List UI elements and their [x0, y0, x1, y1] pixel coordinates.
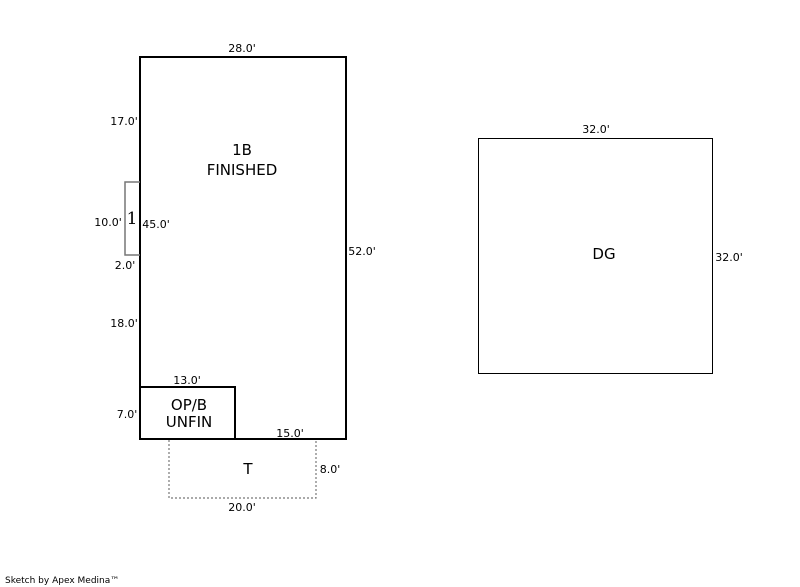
garage-area-outline — [478, 138, 713, 374]
main-area: 28.0' 17.0' 1B FINISHED 45.0' 52.0' 2.0'… — [110, 42, 376, 440]
dim-main-left-lower: 18.0' — [110, 317, 138, 330]
main-area-desc: FINISHED — [207, 161, 278, 179]
dim-porch-left: 7.0' — [117, 408, 138, 421]
dim-main-left-upper: 17.0' — [110, 115, 138, 128]
dim-main-bottom: 15.0' — [276, 427, 304, 440]
dim-main-left-gap: 2.0' — [115, 259, 136, 272]
dim-terrace-right: 8.0' — [320, 463, 341, 476]
bay-area-code: 1 — [127, 209, 138, 229]
porch-area: 13.0' 7.0' OP/B UNFIN — [117, 374, 236, 440]
terrace-area: T 8.0' 20.0' — [168, 440, 341, 514]
dim-terrace-bottom: 20.0' — [228, 501, 256, 514]
dim-main-top: 28.0' — [228, 42, 256, 55]
main-area-code: 1B — [232, 141, 252, 159]
bay-area-outline — [124, 181, 140, 256]
footer-credit: Sketch by Apex Medina™ — [5, 576, 119, 586]
garage-area: 32.0' DG 32.0' — [478, 123, 743, 374]
porch-area-outline — [139, 386, 236, 440]
garage-area-code: DG — [592, 245, 615, 263]
porch-area-desc: UNFIN — [166, 413, 212, 431]
dim-main-left-mid: 45.0' — [142, 218, 170, 231]
porch-area-code: OP/B — [171, 396, 207, 414]
terrace-area-code: T — [242, 460, 253, 478]
dim-garage-right: 32.0' — [715, 251, 743, 264]
dim-porch-top: 13.0' — [173, 374, 201, 387]
bay-area: 1 10.0' — [94, 181, 140, 256]
dim-garage-top: 32.0' — [582, 123, 610, 136]
dim-bay-side: 10.0' — [94, 216, 122, 229]
terrace-area-outline — [168, 440, 317, 499]
main-area-outline — [139, 56, 347, 440]
dim-main-right: 52.0' — [348, 245, 376, 258]
